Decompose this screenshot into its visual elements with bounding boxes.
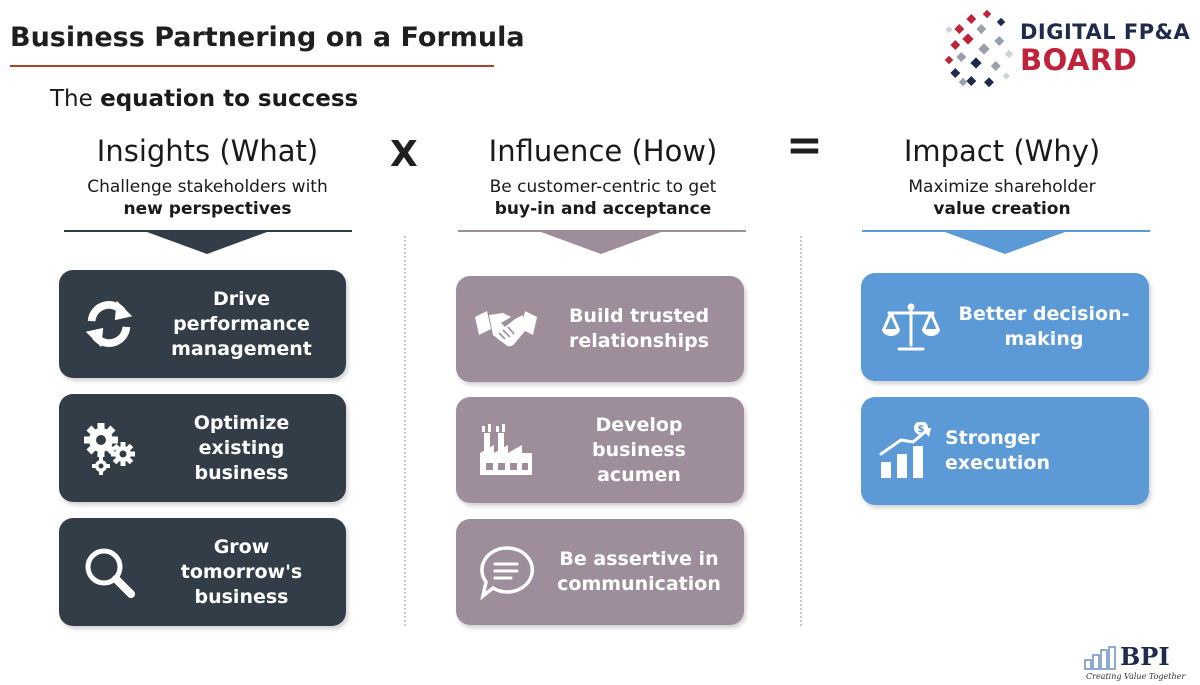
- bpi-logo: BPI Creating Value Together: [1084, 642, 1196, 684]
- digital-fpa-board-logo-icon: [944, 9, 1014, 88]
- card-label: Drive performance management: [171, 287, 312, 360]
- impact-header: Impact (Why) Maximize shareholder value …: [852, 134, 1152, 220]
- card-label: Optimize existing business: [193, 411, 290, 484]
- impact-pointer: [945, 232, 1065, 254]
- logo-text-line2: BOARD: [1020, 43, 1138, 77]
- column-separator: [404, 236, 406, 626]
- column-separator: [800, 236, 802, 626]
- impact-desc-text: Maximize shareholder: [908, 177, 1096, 197]
- influence-header: Influence (How) Be customer-centric to g…: [448, 134, 758, 220]
- insights-title: Insights (What): [96, 134, 319, 168]
- insights-header: Insights (What) Challenge stakeholders w…: [55, 134, 360, 220]
- subtitle-prefix: The: [50, 86, 93, 112]
- refresh-icon: [67, 295, 151, 353]
- logo-text-line1: DIGITAL FP&A: [1020, 20, 1191, 44]
- influence-pointer: [541, 232, 661, 254]
- impact-card-stronger-execution: $ Stronger execution: [861, 397, 1149, 505]
- card-label: Build trusted relationships: [568, 305, 710, 352]
- insights-description: Challenge stakeholders with new perspect…: [55, 176, 360, 220]
- page-title: Business Partnering on a Formula: [10, 22, 525, 53]
- influence-title: Influence (How): [488, 134, 718, 168]
- influence-card-business-acumen: Develop business acumen: [456, 397, 744, 503]
- insights-card-drive-performance: Drive performance management: [59, 270, 346, 378]
- insights-card-optimize-business: Optimize existing business: [59, 394, 346, 502]
- influence-description: Be customer-centric to get buy-in and ac…: [448, 176, 758, 220]
- bpi-bars-icon: [1084, 646, 1116, 670]
- insights-pointer: [147, 232, 267, 254]
- influence-card-assertive-communication: Be assertive in communication: [456, 519, 744, 625]
- card-label: Develop business acumen: [592, 413, 686, 486]
- subtitle-emphasis: equation to success: [100, 86, 359, 112]
- influence-desc-bold: buy-in and acceptance: [494, 199, 712, 219]
- scales-icon: [869, 301, 953, 353]
- influence-card-trusted-relationships: Build trusted relationships: [456, 276, 744, 382]
- impact-description: Maximize shareholder value creation: [852, 176, 1152, 220]
- multiply-operator: X: [390, 134, 418, 175]
- impact-divider: [862, 230, 1150, 232]
- influence-desc-text: Be customer-centric to get: [489, 177, 717, 197]
- handshake-icon: [464, 307, 548, 351]
- magnifier-icon: [67, 542, 151, 602]
- svg-text:$: $: [918, 424, 925, 435]
- equals-operator: =: [786, 120, 823, 171]
- growth-chart-icon: $: [869, 422, 945, 480]
- factory-icon: [464, 423, 548, 477]
- insights-card-grow-business: Grow tomorrow's business: [59, 518, 346, 626]
- gears-icon: [67, 418, 151, 478]
- impact-desc-bold: value creation: [933, 199, 1071, 219]
- card-label: Be assertive in communication: [557, 548, 721, 595]
- influence-divider: [458, 230, 746, 232]
- card-label: Better decision-making: [958, 303, 1130, 350]
- bpi-tagline: Creating Value Together: [1086, 672, 1186, 681]
- card-label: Stronger execution: [945, 427, 1050, 474]
- page-subtitle: The equation to success: [50, 86, 358, 112]
- chat-bubble-icon: [464, 544, 548, 600]
- insights-divider: [64, 230, 352, 232]
- insights-desc-text: Challenge stakeholders with: [87, 177, 328, 197]
- insights-desc-bold: new perspectives: [123, 199, 292, 219]
- impact-title: Impact (Why): [903, 134, 1101, 168]
- title-underline: [10, 65, 494, 67]
- card-label: Grow tomorrow's business: [180, 535, 303, 608]
- bpi-name: BPI: [1120, 642, 1170, 671]
- impact-card-decision-making: Better decision-making: [861, 273, 1149, 381]
